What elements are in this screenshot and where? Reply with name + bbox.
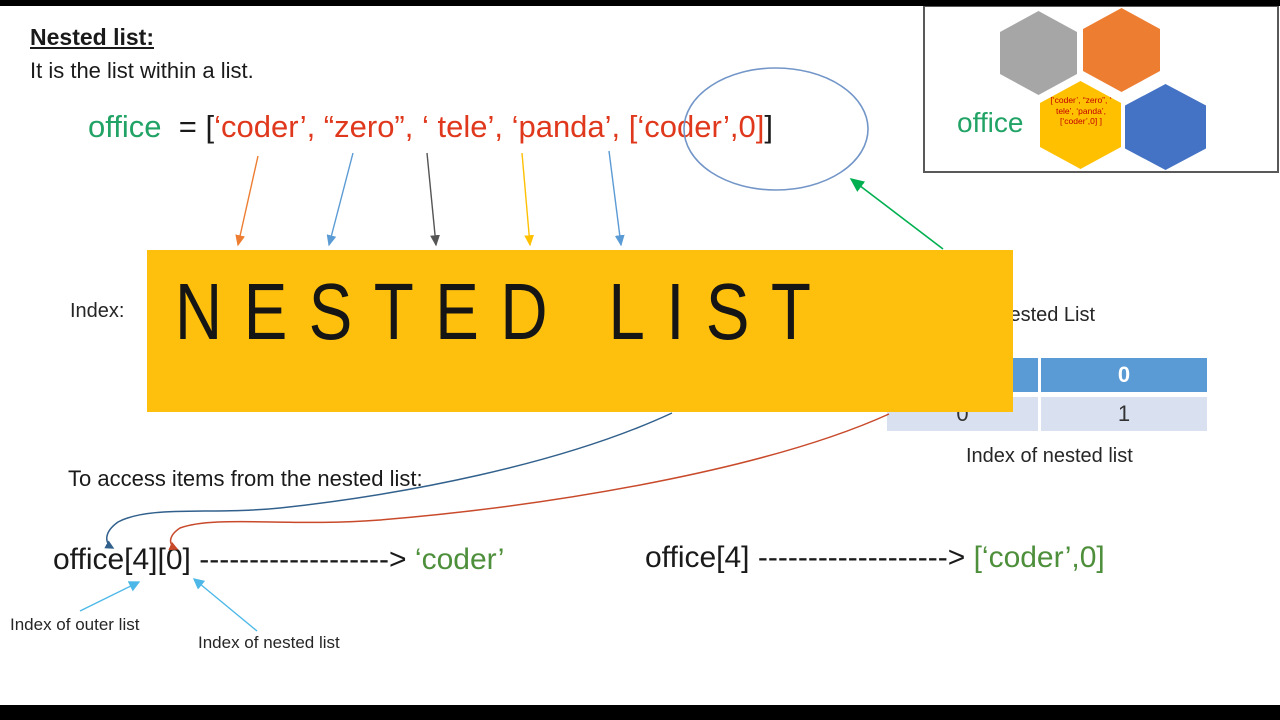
letterbox-bottom-bar [0,705,1280,720]
banner-text: NESTED LIST [174,267,833,356]
access-example-2: office[4] -------------------> [‘coder’,… [645,541,1105,575]
legend-box: office [‘coder’, “zero”, ‘ tele’, ‘panda… [923,5,1279,173]
green-arrow-to-ellipse [849,178,944,250]
access-example-1: office[4][0] -------------------> ‘coder… [53,543,504,577]
access-intro: To access items from the nested list: [68,466,423,491]
legend-hexagon-list-text: [‘coder’, “zero”, ‘ tele’, ‘panda’,[‘cod… [1050,95,1112,127]
table-header-cell: 0 [1041,358,1207,392]
table-data-row: 0 1 [887,397,1207,431]
orange-hexagon-icon [1083,8,1160,92]
index-label: Index: [70,300,125,322]
nested-list-banner: NESTED LIST [147,250,1013,412]
spacer [965,541,973,574]
label-index-of-nested-list: Index of nested list [198,633,340,652]
expression: office[4][0] [53,543,191,576]
code-list-items: ‘coder’, “zero”, ‘ tele’, ‘panda’, [‘cod… [214,109,765,144]
letterbox-top-bar [0,0,1280,6]
arrow-zero [326,152,354,247]
arrow-panda [521,152,535,247]
cyan-arrow-nested-label [192,578,258,632]
gray-hexagon-icon [1000,11,1077,95]
spacer [407,543,415,576]
dash-arrow [191,543,199,576]
page-title: Nested list: [30,24,154,50]
nested-table-title: Nested List [995,304,1096,326]
nested-table-caption: Index of nested list [966,445,1133,467]
arrow-coder [235,155,259,247]
code-definition: office = [‘coder’, “zero”, ‘ tele’, ‘pan… [88,109,773,145]
arrow-nested-item [608,150,625,247]
arrow-tele [426,152,440,247]
result-value: ‘coder’ [414,543,505,576]
label-index-of-outer-list: Index of outer list [10,615,140,634]
dashes: -------------------> [757,541,966,574]
code-variable-name: office [88,109,162,144]
result-value: [‘coder’,0] [973,541,1105,574]
dash-arrow [750,541,758,574]
code-assignment: = [ [161,109,215,144]
blue-hexagon-icon [1125,84,1206,170]
page-subtitle: It is the list within a list. [30,58,254,83]
expression: office[4] [645,541,750,574]
legend-variable-name: office [957,107,1024,138]
table-cell: 1 [1041,397,1207,431]
code-close-bracket: ] [764,109,773,144]
dashes: -------------------> [199,543,407,576]
cyan-arrow-outer-label [79,581,141,612]
